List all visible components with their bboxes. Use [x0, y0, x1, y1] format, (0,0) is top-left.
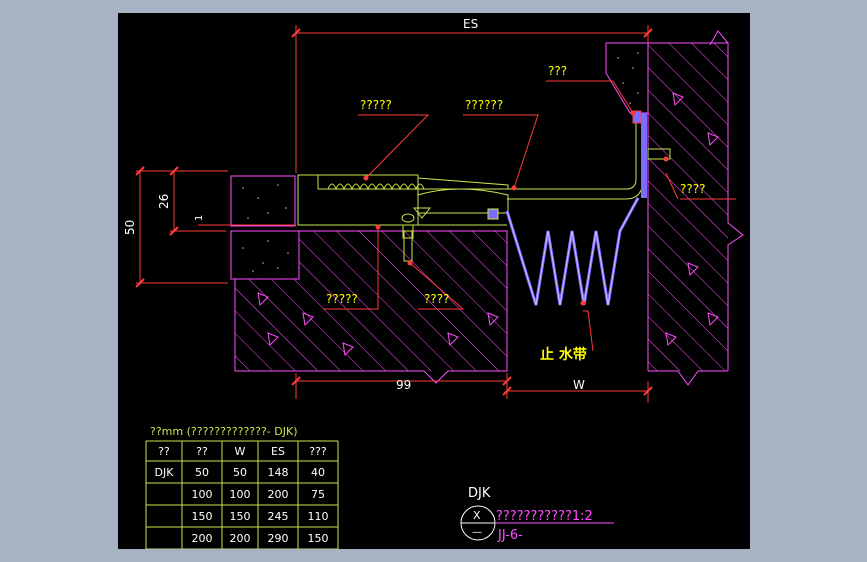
cover-profile: [297, 113, 644, 239]
mortar-block-left: [230, 175, 300, 280]
table-cell: 148: [268, 466, 289, 479]
table-header-cell: ??: [196, 445, 208, 458]
table-cell: 200: [230, 532, 251, 545]
table-header-cell: ES: [271, 445, 285, 458]
table-cell: 110: [308, 510, 329, 523]
table-cell: 200: [192, 532, 213, 545]
table-title: ??mm (?????????????- DJK): [150, 425, 297, 438]
table-cell: 75: [311, 488, 325, 501]
dim-es: ES: [463, 17, 478, 31]
callout-leaders: [323, 80, 736, 352]
symbol-bottom: —: [472, 527, 482, 538]
dimension-ticks: [135, 28, 653, 396]
table-cell: 50: [195, 466, 209, 479]
expansion-joint-drawing: ES 50 26 1 99 W ??? ????? ?????? ???? ??…: [123, 17, 744, 550]
table-header-cell: W: [235, 445, 246, 458]
cad-drawing-area: ES 50 26 1 99 W ??? ????? ?????? ???? ??…: [118, 13, 750, 550]
titleblock-ref: JJ-6-: [497, 528, 523, 543]
table-cell: 200: [268, 488, 289, 501]
titleblock-code: DJK: [468, 486, 491, 501]
label-lower-mid: ????: [424, 292, 449, 306]
table-cell: DJK: [155, 466, 175, 479]
table-cell: 50: [233, 466, 247, 479]
dim-base-width: 99: [396, 378, 411, 392]
right-concrete-wall: [647, 30, 744, 386]
title-block: DJK X — ???????????1:2 JJ-6-: [460, 486, 614, 543]
table-cell: 150: [192, 510, 213, 523]
anchor-bolts: [403, 148, 671, 262]
dim-gap-width: W: [573, 378, 585, 392]
dim-gap: 1: [194, 215, 205, 221]
label-lower-left: ?????: [326, 292, 358, 306]
label-center-plate: ??????: [465, 98, 503, 112]
parameter-table: ??mm (?????????????- DJK) ???? W ES??? DJK 5…: [145, 425, 339, 550]
table-header-cell: ??: [158, 445, 170, 458]
label-right-wall: ????: [680, 182, 705, 196]
table-cell: 100: [230, 488, 251, 501]
dim-height-step: 26: [157, 194, 171, 209]
symbol-top: X: [473, 509, 481, 522]
waterstop: [505, 197, 640, 306]
table-cell: 100: [192, 488, 213, 501]
label-top-right: ???: [548, 64, 567, 78]
table-cell: 150: [308, 532, 329, 545]
dim-height-total: 50: [123, 220, 137, 235]
table-cell: 245: [268, 510, 289, 523]
titleblock-title: ???????????1:2: [496, 509, 593, 524]
label-cover-plate: ?????: [360, 98, 392, 112]
table-cell: 150: [230, 510, 251, 523]
material-marks: [257, 92, 719, 357]
seal-right: [632, 110, 647, 198]
label-waterstop: 止 水带: [540, 346, 587, 363]
table-header-cell: ???: [309, 445, 327, 458]
table-cell: 290: [268, 532, 289, 545]
table-cell: 40: [311, 466, 325, 479]
callout-dots: [363, 110, 669, 306]
